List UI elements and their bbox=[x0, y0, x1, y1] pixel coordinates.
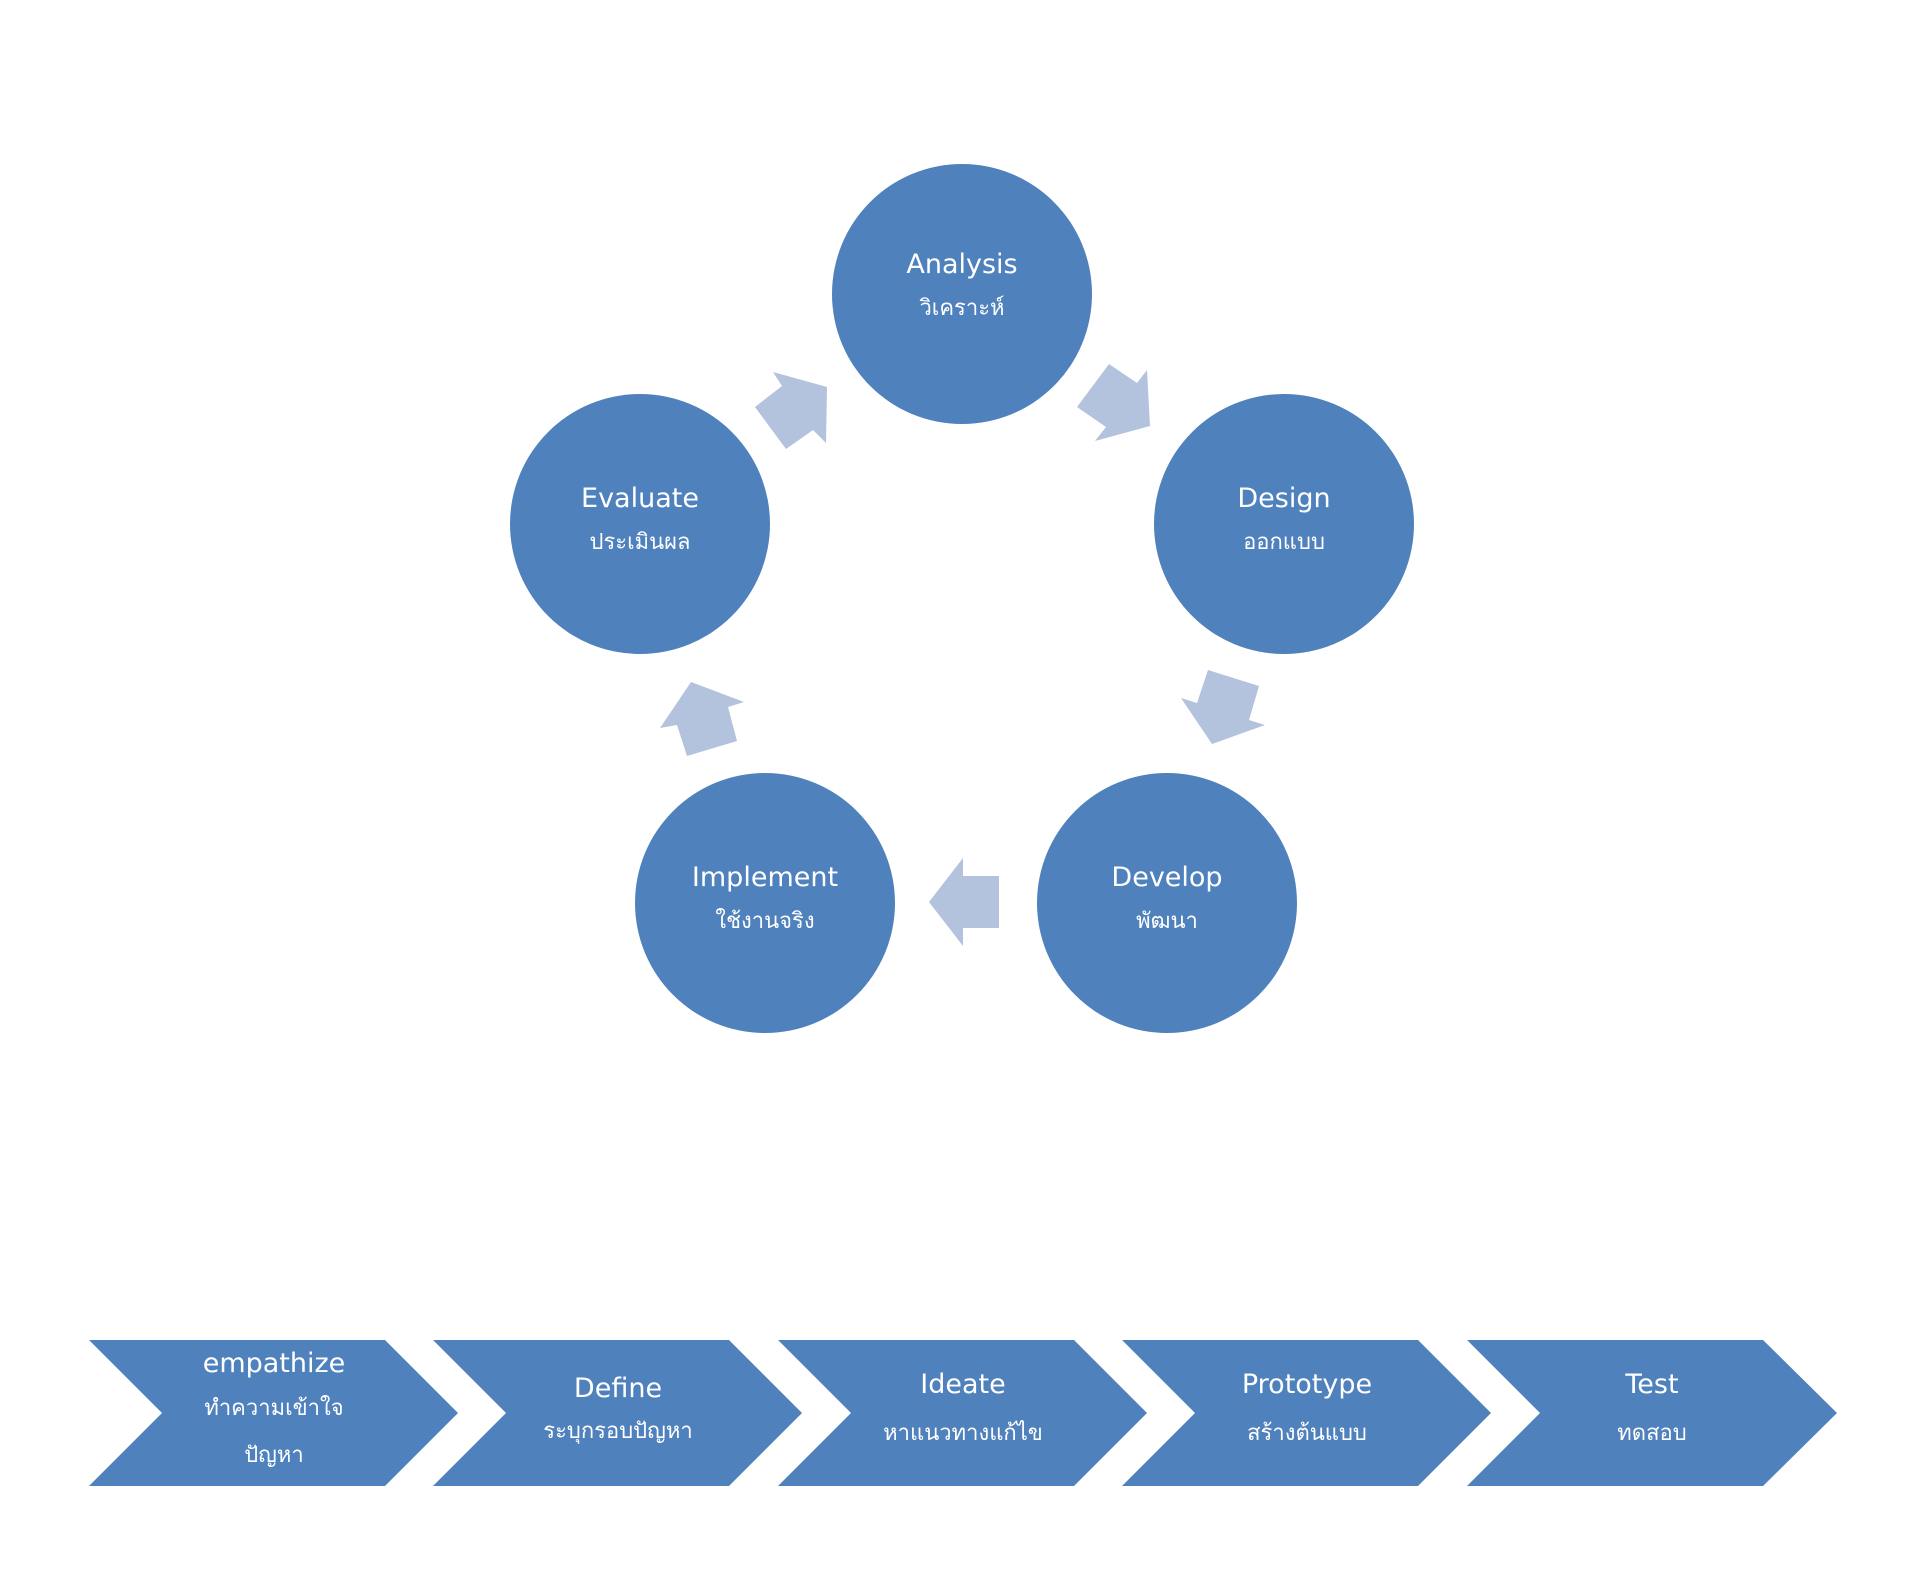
step-label: Prototype bbox=[1242, 1369, 1372, 1400]
node-label: Design bbox=[1237, 483, 1330, 514]
node-sublabel: ออกแบบ bbox=[1243, 530, 1325, 555]
step-sublabel-line: ระบุกรอบปัญหา bbox=[543, 1419, 692, 1444]
cycle-node-implement: Implement ใช้งานจริง bbox=[635, 773, 895, 1033]
node-label: Develop bbox=[1111, 862, 1222, 893]
cycle-node-design: Design ออกแบบ bbox=[1154, 394, 1414, 654]
chevron-shape bbox=[778, 1340, 1147, 1486]
step-label: Ideate bbox=[920, 1369, 1005, 1400]
node-circle bbox=[1037, 773, 1297, 1033]
arrow-left-icon bbox=[929, 858, 999, 946]
cycle-arrows bbox=[660, 364, 1265, 946]
node-sublabel: ประเมินผล bbox=[589, 530, 690, 555]
chevron-shape bbox=[89, 1340, 458, 1486]
process-step-ideate: Ideate หาแนวทางแก้ไข bbox=[778, 1340, 1147, 1486]
process-chevrons: empathize ทำความเข้าใจ ปัญหา Define ระบุ… bbox=[89, 1340, 1837, 1486]
process-step-empathize: empathize ทำความเข้าใจ ปัญหา bbox=[89, 1340, 458, 1486]
node-label: Analysis bbox=[906, 249, 1017, 280]
step-sublabel-line: หาแนวทางแก้ไข bbox=[883, 1420, 1043, 1446]
chevron-shape bbox=[1467, 1340, 1837, 1486]
cycle-node-develop: Develop พัฒนา bbox=[1037, 773, 1297, 1033]
chevron-shape bbox=[433, 1340, 802, 1486]
node-label: Evaluate bbox=[581, 483, 699, 514]
arrow-up-icon bbox=[660, 682, 744, 756]
step-sublabel-line: ทำความเข้าใจ bbox=[204, 1395, 343, 1421]
node-sublabel: ใช้งานจริง bbox=[715, 908, 814, 934]
step-sublabel-line: ปัญหา bbox=[244, 1443, 304, 1468]
arrow-right-up-icon bbox=[755, 372, 827, 449]
node-circle bbox=[1154, 394, 1414, 654]
node-circle bbox=[510, 394, 770, 654]
step-label: empathize bbox=[203, 1348, 346, 1379]
step-sublabel-line: ทดสอบ bbox=[1617, 1421, 1686, 1446]
arrow-down-icon bbox=[1181, 670, 1265, 744]
node-sublabel: วิเคราะห์ bbox=[919, 296, 1005, 321]
cycle-node-evaluate: Evaluate ประเมินผล bbox=[510, 394, 770, 654]
arrow-right-down-icon bbox=[1077, 364, 1150, 441]
process-step-test: Test ทดสอบ bbox=[1467, 1340, 1837, 1486]
node-circle bbox=[635, 773, 895, 1033]
node-label: Implement bbox=[692, 862, 838, 893]
node-sublabel: พัฒนา bbox=[1136, 909, 1198, 934]
process-step-define: Define ระบุกรอบปัญหา bbox=[433, 1340, 802, 1486]
step-label: Test bbox=[1624, 1369, 1678, 1400]
process-step-prototype: Prototype สร้างต้นแบบ bbox=[1122, 1340, 1491, 1486]
step-sublabel-line: สร้างต้นแบบ bbox=[1247, 1421, 1367, 1446]
cycle-node-analysis: Analysis วิเคราะห์ bbox=[832, 164, 1092, 424]
chevron-shape bbox=[1122, 1340, 1491, 1486]
node-circle bbox=[832, 164, 1092, 424]
step-label: Define bbox=[574, 1373, 662, 1404]
